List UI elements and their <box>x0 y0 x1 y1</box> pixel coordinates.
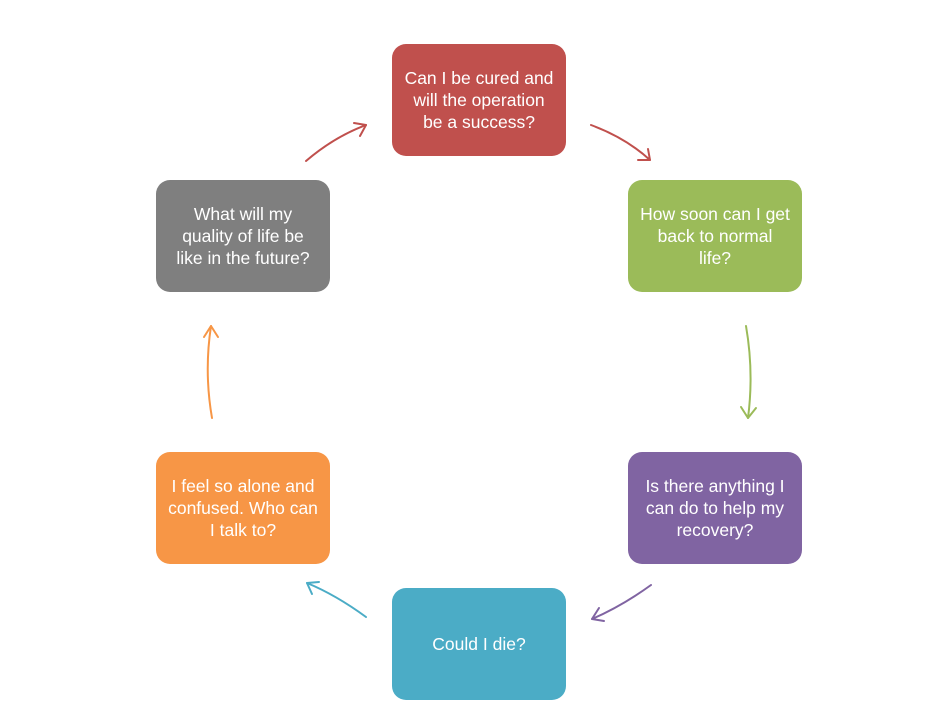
node-die-question: Could I die? <box>392 588 566 700</box>
node-quality-of-life-question-text: What will my quality of life be like in … <box>176 204 310 268</box>
arrow-top-to-upper-right <box>590 124 651 161</box>
node-cure-question-text: Can I be cured and will the operation be… <box>404 68 554 132</box>
arrow-lower-right-to-bottom <box>591 584 652 620</box>
arrow-bottom-to-lower-left <box>306 582 367 618</box>
arrow-lower-left-to-upper-left-head <box>203 325 219 338</box>
arrow-lower-right-to-bottom-head <box>591 607 605 622</box>
node-die-question-text: Could I die? <box>432 634 526 654</box>
arrow-upper-right-to-lower-right-head <box>740 406 757 419</box>
arrow-top-to-upper-right-head <box>637 148 651 161</box>
arrow-lower-left-to-upper-left <box>206 325 213 419</box>
node-quality-of-life-question: What will my quality of life be like in … <box>156 180 330 292</box>
arrow-upper-left-to-top-head <box>353 122 367 137</box>
node-recovery-question: Is there anything I can do to help my re… <box>628 452 802 564</box>
node-alone-question-text: I feel so alone and confused. Who can I … <box>168 476 318 540</box>
node-recovery-question-text: Is there anything I can do to help my re… <box>645 476 785 540</box>
arrow-upper-right-to-lower-right <box>745 325 752 419</box>
node-cure-question: Can I be cured and will the operation be… <box>392 44 566 156</box>
arrow-upper-left-to-top <box>305 124 367 162</box>
node-normal-life-question: How soon can I get back to normal life? <box>628 180 802 292</box>
node-normal-life-question-text: How soon can I get back to normal life? <box>640 204 790 268</box>
node-alone-question: I feel so alone and confused. Who can I … <box>156 452 330 564</box>
arrow-bottom-to-lower-left-head <box>306 581 320 595</box>
